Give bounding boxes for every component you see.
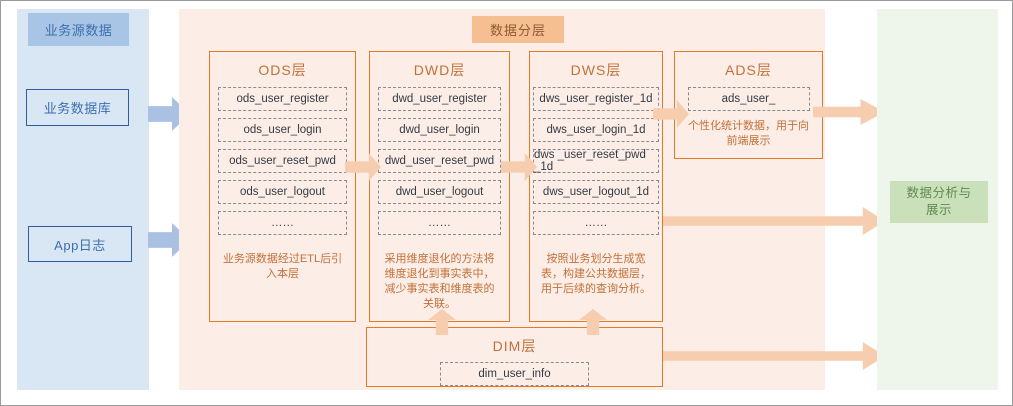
table-dws-more[interactable]: …… [533, 211, 659, 235]
table-dim-user-info[interactable]: dim_user_info [440, 362, 589, 386]
table-dws-user-register-1d[interactable]: dws_user_register_1d [533, 87, 659, 111]
source-panel-title: 业务源数据 [28, 13, 129, 46]
layer-ads-title: ADS层 [725, 62, 772, 78]
table-ods-user-register[interactable]: ods_user_register [218, 87, 347, 111]
analytics-title-line2: 展示 [925, 203, 952, 217]
table-dwd-user-login[interactable]: dwd_user_login [378, 118, 501, 142]
table-dwd-user-logout[interactable]: dwd_user_logout [378, 180, 501, 204]
analytics-panel-title: 数据分析与 展示 [890, 181, 988, 223]
layer-dwd[interactable]: DWD层 dwd_user_register dwd_user_login dw… [369, 51, 510, 322]
layer-ods-description: 业务源数据经过ETL后引入本层 [222, 253, 343, 280]
layer-ads[interactable]: ADS层 ads_user_ 个性化统计数据，用于向前端展示 [674, 51, 823, 159]
layer-ods[interactable]: ODS层 ods_user_register ods_user_login od… [209, 51, 356, 322]
layer-dim-title: DIM层 [492, 338, 537, 354]
source-box-app-log[interactable]: App日志 [28, 226, 132, 262]
layer-dim[interactable]: DIM层 dim_user_info [366, 327, 663, 387]
table-dwd-user-register[interactable]: dwd_user_register [378, 87, 501, 111]
table-ods-user-logout[interactable]: ods_user_logout [218, 180, 347, 204]
table-dwd-user-reset-pwd[interactable]: dwd_user_reset_pwd [378, 149, 501, 173]
table-dws-user-login-1d[interactable]: dws_user_login_1d [533, 118, 659, 142]
analytics-title-line1: 数据分析与 [906, 186, 972, 200]
table-ads-user[interactable]: ads_user_ [687, 87, 810, 111]
layer-dws[interactable]: DWS层 dws_user_register_1d dws_user_login… [529, 51, 663, 322]
table-dws-user-reset-pwd-1d[interactable]: dws _user_reset_pwd _1d [533, 149, 659, 173]
layer-dws-description: 按照业务划分生成宽表，构建公共数据层，用于后续的查询分析。 [541, 253, 651, 295]
table-ods-more[interactable]: …… [218, 211, 347, 235]
layer-dwd-description: 采用维度退化的方法将维度退化到事实表中，减少事实表和维度表的关联。 [384, 253, 495, 310]
layer-ods-title: ODS层 [258, 62, 307, 78]
layer-ads-description: 个性化统计数据，用于向前端展示 [688, 120, 809, 147]
table-dws-user-logout-1d[interactable]: dws_user_logout_1d [533, 180, 659, 204]
table-ods-user-reset-pwd[interactable]: ods_user_reset_pwd [218, 149, 347, 173]
layering-panel-title: 数据分层 [472, 16, 564, 43]
layer-dws-title: DWS层 [570, 62, 622, 78]
source-box-business-database[interactable]: 业务数据库 [26, 89, 129, 126]
table-ods-user-login[interactable]: ods_user_login [218, 118, 347, 142]
table-dwd-more[interactable]: …… [378, 211, 501, 235]
source-data-panel [17, 9, 149, 390]
data-layering-panel [179, 9, 825, 390]
layer-dwd-title: DWD层 [413, 62, 466, 78]
